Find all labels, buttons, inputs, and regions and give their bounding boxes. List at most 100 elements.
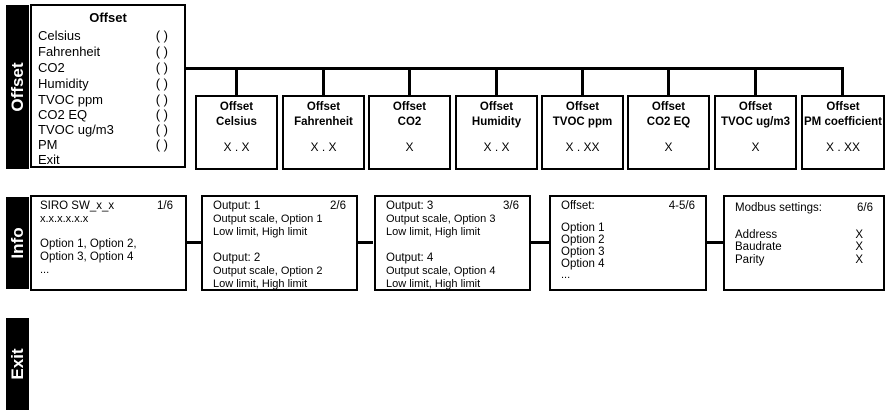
connector-line (235, 67, 238, 96)
offset-value: X . XX (825, 140, 860, 154)
offset-celsius-box: Offset Celsius X . X (195, 95, 278, 170)
box-title: Offset (392, 101, 427, 113)
offset-value: X . XX (565, 140, 600, 154)
selection-mark: ( ) (155, 28, 168, 43)
menu-item-label: CO2 (38, 60, 65, 75)
connector-line (581, 67, 584, 96)
box-subtitle: Humidity (471, 116, 522, 128)
box-title: Offset (738, 101, 773, 113)
selection-mark: ( ) (155, 107, 168, 122)
software-title: SIRO SW_x_x (40, 200, 115, 212)
connector-line (186, 241, 201, 244)
menu-item-fahrenheit[interactable]: Fahrenheit ( ) (38, 44, 168, 60)
menu-item-label: Celsius (38, 28, 81, 43)
offset-tvoc-ppm-box: Offset TVOC ppm X . XX (541, 95, 624, 170)
modbus-title: Modbus settings: (735, 202, 822, 214)
box-title: Offset (479, 101, 514, 113)
box-subtitle: PM coefficient (804, 116, 882, 128)
connector-line (495, 67, 498, 96)
box-title: Offset (651, 101, 686, 113)
selection-mark: ( ) (155, 122, 168, 137)
offset-co2-box: Offset CO2 X (368, 95, 451, 170)
selection-mark: ( ) (155, 92, 168, 107)
page-indicator: 4-5/6 (668, 200, 695, 212)
box-title: Offset (826, 101, 860, 113)
modbus-address-label: Address (735, 229, 778, 241)
output-limits: Low limit, High limit (213, 226, 308, 238)
menu-item-label: Exit (38, 152, 60, 167)
menu-item-exit[interactable]: Exit (38, 152, 168, 168)
selection-mark: ( ) (155, 76, 168, 91)
menu-item-pm[interactable]: PM ( ) (38, 137, 168, 153)
modbus-address-value: X (855, 229, 863, 241)
info-box-outputs-3-4: Output: 3 3/6 Output scale, Option 3 Low… (374, 195, 531, 291)
box-title: Offset (219, 101, 254, 113)
box-subtitle: TVOC ppm (552, 116, 613, 128)
offset-tab[interactable]: Offset (6, 5, 29, 169)
output-scale: Output scale, Option 1 (213, 213, 323, 225)
menu-item-co2[interactable]: CO2 ( ) (38, 60, 168, 76)
output-scale: Output scale, Option 4 (386, 265, 496, 277)
connector-line (707, 241, 723, 244)
offset-value: X . X (483, 140, 510, 154)
connector-line (408, 67, 411, 96)
offset-humidity-box: Offset Humidity X . X (455, 95, 538, 170)
menu-item-label: CO2 EQ (38, 107, 88, 122)
exit-tab[interactable]: Exit (6, 318, 29, 410)
menu-item-label: PM (38, 137, 58, 152)
exit-tab-label: Exit (7, 348, 27, 380)
menu-item-tvoc-ugm3[interactable]: TVOC ug/m3 ( ) (38, 122, 168, 138)
box-subtitle: CO2 (397, 116, 422, 128)
info-box-modbus: Modbus settings: 6/6 Address X Baudrate … (723, 195, 885, 291)
offset-menu-title: Offset (89, 10, 127, 25)
output-limits: Low limit, High limit (386, 226, 481, 238)
offset-value: X . X (223, 140, 250, 154)
selection-mark: ( ) (155, 44, 168, 59)
box-subtitle: CO2 EQ (646, 116, 691, 128)
info-box-offset: Offset: 4-5/6 Option 1 Option 2 Option 3… (549, 195, 707, 291)
offset-menu: Offset Celsius ( ) Fahrenheit ( ) CO2 ( … (30, 4, 186, 168)
options-line-1: Option 1, Option 2, (40, 238, 137, 250)
offset-value: X (664, 140, 673, 154)
info-tab[interactable]: Info (6, 197, 29, 289)
connector-line (531, 241, 549, 244)
info-tab-label: Info (7, 227, 27, 259)
output-title: Output: 4 (386, 252, 434, 264)
output-scale: Output scale, Option 3 (386, 213, 496, 225)
modbus-parity-label: Parity (735, 254, 765, 266)
offset-value: X (405, 140, 414, 154)
more-indicator: ... (40, 264, 50, 276)
menu-item-tvoc-ppm[interactable]: TVOC ppm ( ) (38, 92, 168, 108)
selection-mark: ( ) (155, 137, 168, 152)
modbus-baudrate-value: X (855, 241, 863, 253)
offset-value: X (751, 140, 760, 154)
offset-tvoc-ugm3-box: Offset TVOC ug/m3 X (714, 95, 797, 170)
connector-line (754, 67, 757, 96)
offset-value: X . X (310, 140, 337, 154)
menu-item-label: Humidity (38, 76, 89, 91)
page-indicator: 3/6 (503, 200, 519, 212)
more-indicator: ... (561, 269, 571, 281)
options-line-2: Option 3, Option 4 (40, 251, 134, 263)
menu-item-celsius[interactable]: Celsius ( ) (38, 28, 168, 44)
option-item: Option 4 (561, 258, 605, 270)
offset-pm-coefficient-box: Offset PM coefficient X . XX (801, 95, 885, 170)
option-item: Option 1 (561, 222, 605, 234)
connector-line (841, 67, 844, 96)
output-limits: Low limit, High limit (386, 278, 481, 290)
menu-item-co2-eq[interactable]: CO2 EQ ( ) (38, 107, 168, 123)
option-item: Option 3 (561, 246, 605, 258)
modbus-parity-value: X (855, 254, 863, 266)
output-scale: Output scale, Option 2 (213, 265, 323, 277)
output-limits: Low limit, High limit (213, 278, 308, 290)
info-box-software: SIRO SW_x_x 1/6 x.x.x.x.x.x Option 1, Op… (30, 195, 187, 291)
offset-fahrenheit-box: Offset Fahrenheit X . X (282, 95, 365, 170)
output-title: Output: 3 (386, 200, 434, 212)
page-indicator: 1/6 (157, 200, 173, 212)
offset-co2-eq-box: Offset CO2 EQ X (627, 95, 710, 170)
output-title: Output: 1 (213, 200, 261, 212)
connector-line (186, 67, 843, 70)
offset-tab-label: Offset (7, 62, 27, 112)
menu-item-humidity[interactable]: Humidity ( ) (38, 76, 168, 92)
software-version: x.x.x.x.x.x (40, 213, 89, 225)
